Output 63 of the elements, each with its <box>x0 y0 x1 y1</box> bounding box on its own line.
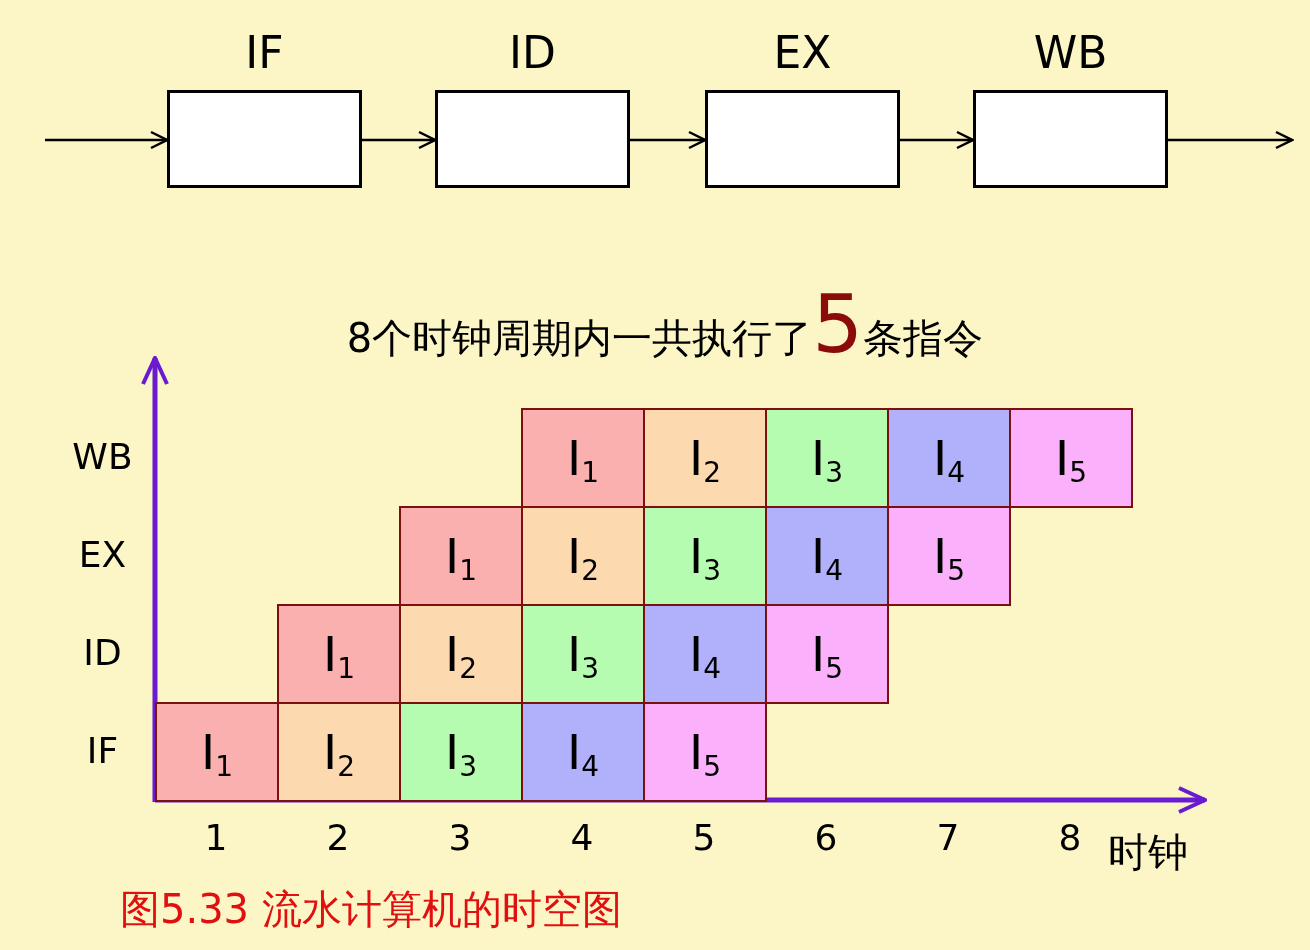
arrow <box>900 130 975 150</box>
pipeline-cell <box>399 702 523 802</box>
pipeline-cell <box>1009 408 1133 508</box>
instruction-label: I$_{1}$ <box>445 532 477 580</box>
pipeline-cell <box>765 408 889 508</box>
axis-label: 6 <box>813 818 839 858</box>
caption: 图5.33 流水计算机的时空图 <box>120 885 622 934</box>
pipeline-cell <box>765 604 889 704</box>
axis-label: 7 <box>935 818 961 858</box>
pipeline-cell <box>643 506 767 606</box>
instruction-label: I$_{1}$ <box>323 630 355 678</box>
arrow <box>630 130 707 150</box>
pipeline-cell <box>887 408 1011 508</box>
instruction-label: I$_{3}$ <box>445 728 477 776</box>
instruction-label: I$_{4}$ <box>689 630 721 678</box>
instruction-label: I$_{1}$ <box>567 434 599 482</box>
axis-label: 3 <box>447 818 473 858</box>
axis-label: 4 <box>569 818 595 858</box>
arrow <box>1168 130 1294 150</box>
pipeline-cell <box>155 702 279 802</box>
instruction-label: I$_{1}$ <box>201 728 233 776</box>
axis-label: ID <box>82 633 123 673</box>
pipeline-cell <box>277 702 401 802</box>
instruction-label: I$_{2}$ <box>567 532 599 580</box>
axis-label: EX <box>77 535 128 575</box>
instruction-label: I$_{3}$ <box>567 630 599 678</box>
instruction-label: I$_{4}$ <box>933 434 965 482</box>
arrow <box>45 130 169 150</box>
pipeline-cell <box>643 604 767 704</box>
stage-label: ID <box>508 26 557 80</box>
pipeline-cell <box>399 506 523 606</box>
stage-label: EX <box>772 26 833 80</box>
axis-label: WB <box>71 437 134 477</box>
instruction-label: I$_{5}$ <box>933 532 965 580</box>
axis-label: 8 <box>1057 818 1083 858</box>
axis-label: 2 <box>325 818 351 858</box>
pipeline-cell <box>765 506 889 606</box>
instruction-label: I$_{4}$ <box>811 532 843 580</box>
instruction-label: I$_{3}$ <box>811 434 843 482</box>
pipeline-cell <box>277 604 401 704</box>
instruction-label: I$_{5}$ <box>689 728 721 776</box>
pipeline-cell <box>887 506 1011 606</box>
pipeline-cell <box>399 604 523 704</box>
instruction-label: I$_{2}$ <box>689 434 721 482</box>
axis-label: 时钟 <box>1108 828 1188 876</box>
axis-label: 5 <box>691 818 717 858</box>
instruction-label: I$_{5}$ <box>811 630 843 678</box>
arrow <box>362 130 437 150</box>
axis-label: IF <box>85 731 120 771</box>
pipeline-cell <box>521 408 645 508</box>
instruction-label: I$_{3}$ <box>689 532 721 580</box>
instruction-label: I$_{5}$ <box>1055 434 1087 482</box>
pipeline-cell <box>643 408 767 508</box>
instruction-label: I$_{2}$ <box>323 728 355 776</box>
pipeline-cell <box>521 506 645 606</box>
instruction-label: I$_{2}$ <box>445 630 477 678</box>
stage-label: WB <box>1032 26 1109 80</box>
pipeline-cell <box>521 604 645 704</box>
axis-label: 1 <box>203 818 229 858</box>
instruction-label: I$_{4}$ <box>567 728 599 776</box>
pipeline-cell <box>643 702 767 802</box>
pipeline-cell <box>521 702 645 802</box>
stage-label: IF <box>244 26 285 80</box>
